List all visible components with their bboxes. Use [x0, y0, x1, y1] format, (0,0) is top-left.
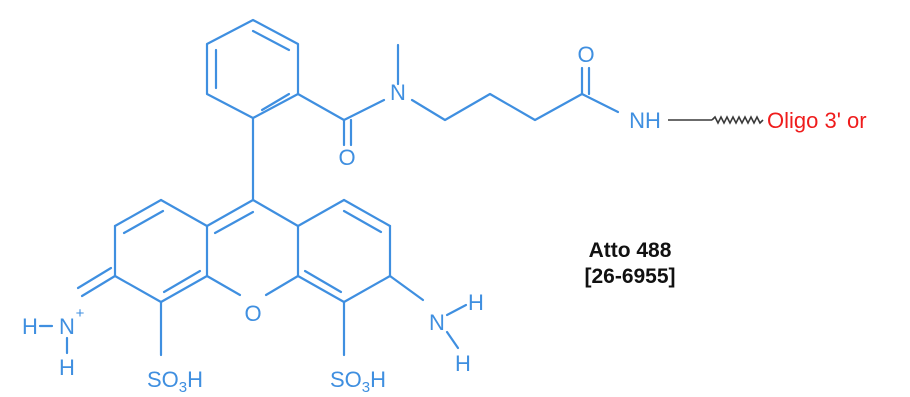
amine-h-upper-label: H — [468, 290, 484, 315]
amine-nitrogen-label: N — [429, 310, 445, 335]
methyl-nitrogen-label: N — [390, 80, 406, 105]
sulfo-right-label: SO3H — [330, 367, 386, 396]
dye-name-label: Atto 488 — [589, 239, 672, 262]
catalog-number-label: [26-6955] — [584, 265, 675, 288]
iminium-h-left-label: H — [22, 314, 38, 339]
iminium-group — [38, 266, 117, 355]
amide-nh-label: NH — [629, 108, 661, 133]
xanthene-core — [113, 198, 392, 304]
iminium-h-below-label: H — [59, 355, 75, 380]
sulfo-left-label: SO3H — [147, 367, 203, 396]
amine-group — [388, 274, 468, 350]
oligo-label: Oligo 3' or — [767, 108, 867, 133]
benzamide-carbonyl — [296, 92, 386, 147]
ring-oxygen-label: O — [244, 301, 261, 326]
phenyl-ring — [205, 18, 300, 120]
butyl-chain — [410, 92, 584, 122]
carbonyl-oxygen-right-label: O — [577, 42, 594, 67]
carbonyl-oxygen-left-label: O — [338, 145, 355, 170]
amine-h-lower-label: H — [455, 351, 471, 376]
wavy-attachment-line — [711, 115, 764, 125]
terminal-carbonyl — [580, 66, 620, 114]
iminium-charge-label: + — [76, 305, 85, 322]
iminium-nitrogen-label: N — [59, 314, 75, 339]
